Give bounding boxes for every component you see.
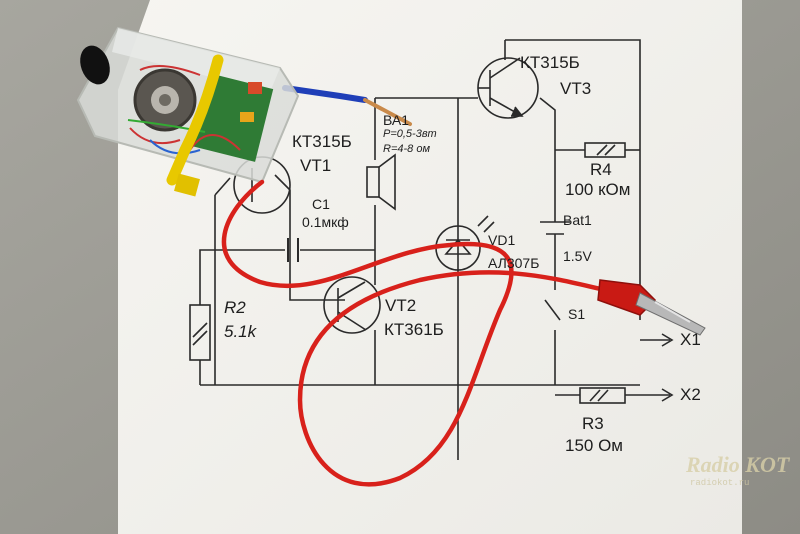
ba1-resistance-label: R=4-8 ом: [383, 143, 430, 155]
ba1-power-label: P=0,5-3вт: [383, 128, 437, 140]
r4-value-label: 100 кОм: [565, 180, 631, 199]
r2-ref-label: R2: [224, 298, 246, 317]
c1-ref-label: C1: [312, 196, 330, 212]
ba1-ref-label: ВА1: [383, 112, 409, 128]
battery-cap: [80, 45, 110, 85]
red-test-lead: [221, 179, 608, 487]
vt3-ref-label: VT3: [560, 79, 592, 98]
vt1-ref-label: VT1: [300, 156, 332, 175]
watermark-logo: Radio KOT: [686, 452, 790, 477]
yellow-cable-tie: [166, 54, 224, 186]
r4-ref-label: R4: [590, 160, 612, 179]
bat1-voltage-label: 1.5V: [563, 248, 592, 264]
x2-ref-label: X2: [680, 385, 701, 404]
copper-wire-tip: [363, 98, 412, 126]
vd1-type-label: АЛ307Б: [488, 255, 540, 271]
blue-wire: [282, 85, 368, 103]
c1-value-label: 0.1мкф: [302, 214, 349, 230]
vt3-type-label: КТ315Б: [520, 53, 580, 72]
vd1-led-symbol: [435, 215, 495, 271]
watermark-url: radiokot.ru: [690, 478, 750, 488]
c1-capacitor-symbol: [287, 238, 299, 262]
r3-ref-label: R3: [582, 414, 604, 433]
schematic-wires: [199, 39, 674, 460]
r2-value-label: 5.1k: [224, 322, 257, 341]
ba1-speaker-symbol: [366, 153, 396, 211]
r3-value-label: 150 Ом: [565, 436, 623, 455]
vt2-ref-label: VT2: [385, 296, 417, 315]
r2-symbol: [189, 304, 211, 361]
r3-symbol: [579, 387, 626, 404]
vd1-ref-label: VD1: [488, 232, 516, 248]
red-banana-plug: [597, 279, 706, 336]
s1-ref-label: S1: [568, 306, 586, 322]
r4-symbol: [584, 142, 626, 158]
bat1-ref-label: Bat1: [563, 212, 592, 228]
vt1-type-label: КТ315Б: [292, 132, 352, 151]
resistor-symbols: [189, 142, 626, 404]
vt2-type-label: КТ361Б: [384, 320, 444, 339]
vt3-symbol: [477, 57, 539, 119]
x1-ref-label: X1: [680, 330, 701, 349]
